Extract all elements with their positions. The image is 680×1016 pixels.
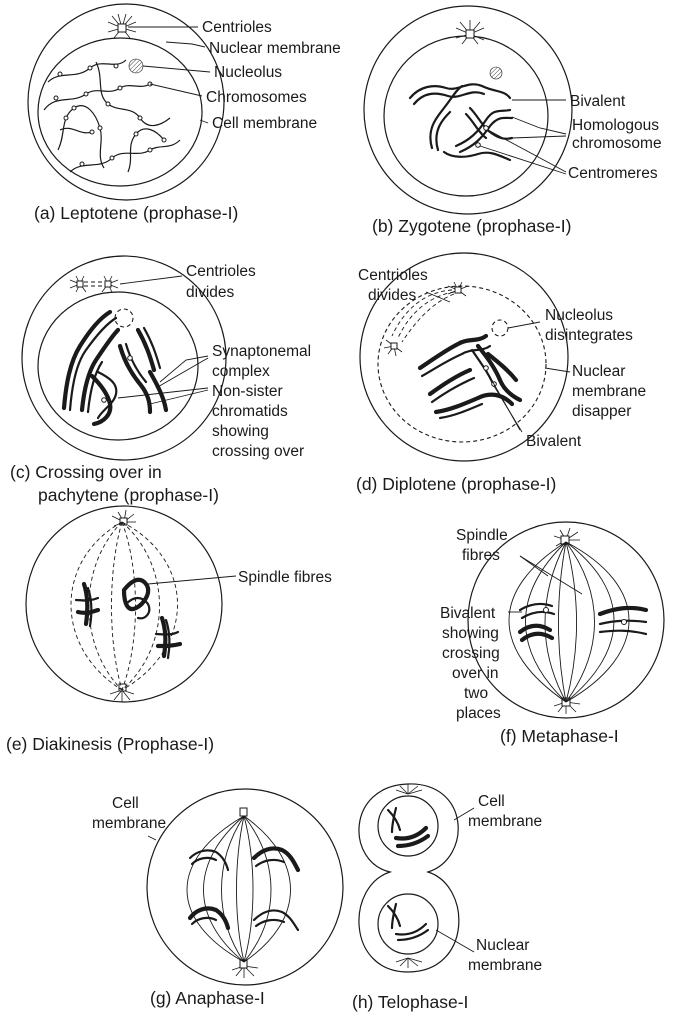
bivalents-d xyxy=(420,336,520,418)
label-synaptonemal-c-2: complex xyxy=(212,363,270,380)
label-nuclear-d-2: membrane xyxy=(572,383,646,400)
chromosome-beads-a xyxy=(54,64,166,166)
chromosomes-a xyxy=(44,60,180,172)
caption-c-2: pachytene (prophase-I) xyxy=(38,485,219,505)
label-bivalent-f-2: showing xyxy=(442,625,499,642)
panel-a-leptotene: Centrioles Nuclear membrane Nucleolus Ch… xyxy=(28,4,341,223)
panel-c-pachytene: Centrioles divides Synaptonemal complex … xyxy=(10,256,311,505)
label-nuclear-d-1: Nuclear xyxy=(572,363,625,380)
label-nuclear-membrane-a: Nuclear membrane xyxy=(209,40,341,57)
chromosomes-e xyxy=(76,580,180,658)
label-centromeres-b: Centromeres xyxy=(568,165,658,182)
panel-h-telophase: Cell membrane Nuclear membrane (h) Telop… xyxy=(352,784,542,1012)
paired-chromosomes-c xyxy=(64,312,166,424)
nuclear-membrane-d xyxy=(378,286,546,442)
label-homologous-b-2: chromosome xyxy=(572,135,662,152)
panel-g-anaphase: Cell membrane (g) Anaphase-I xyxy=(92,789,343,1008)
chromosomes-g xyxy=(190,848,298,930)
label-nonsister-c-2: chromatids xyxy=(212,403,288,420)
label-nucleolus-d-2: disintegrates xyxy=(545,327,633,344)
centrioles-dividing-c xyxy=(70,276,118,292)
caption-g: (g) Anaphase-I xyxy=(150,988,265,1008)
label-nuclear-h-2: membrane xyxy=(468,957,542,974)
label-cell-g-1: Cell xyxy=(112,795,139,812)
label-homologous-b-1: Homologous xyxy=(572,117,659,134)
nucleolus-c xyxy=(115,309,133,327)
label-nucleolus-d-1: Nucleolus xyxy=(545,307,613,324)
spindle-fibres-g xyxy=(187,816,291,962)
centrioles-g xyxy=(232,808,258,978)
centrioles-e xyxy=(110,510,136,702)
nucleolus-b xyxy=(490,67,502,79)
label-bivalent-f-5: two xyxy=(464,685,488,702)
panel-e-diakinesis: Spindle fibres (e) Diakinesis (Prophase-… xyxy=(6,506,332,754)
label-bivalent-f-6: places xyxy=(456,705,501,722)
label-nonsister-c-3: showing xyxy=(212,423,269,440)
label-spindle-f-2: fibres xyxy=(462,547,500,564)
leader-nuclear-membrane-h xyxy=(436,930,474,952)
cell-membrane-h xyxy=(359,784,459,972)
homologous-chromosomes-b xyxy=(410,84,512,160)
label-cell-g-2: membrane xyxy=(92,815,166,832)
centriole-a xyxy=(108,14,136,38)
nucleolus-a xyxy=(129,59,143,73)
chromosomes-h xyxy=(388,808,428,940)
leader-lines-b xyxy=(480,100,566,174)
label-centrioles-c-2: divides xyxy=(186,284,234,301)
nuclear-membrane-h-bottom xyxy=(378,894,438,954)
label-bivalent-f-1: Bivalent xyxy=(440,605,496,622)
label-bivalent-b: Bivalent xyxy=(570,93,626,110)
label-centrioles-c-1: Centrioles xyxy=(186,263,256,280)
nucleolus-d xyxy=(492,320,508,336)
label-bivalent-f-3: crossing xyxy=(442,645,500,662)
leader-lines-a xyxy=(128,27,210,123)
nuclear-membrane-b xyxy=(384,36,548,196)
panel-b-zygotene: Bivalent Homologous chromosome Centromer… xyxy=(364,6,662,236)
label-nonsister-c-1: Non-sister xyxy=(212,383,283,400)
label-cell-membrane-a: Cell membrane xyxy=(212,115,317,132)
label-centrioles-a: Centrioles xyxy=(202,19,272,36)
label-spindle-e: Spindle fibres xyxy=(238,569,332,586)
label-bivalent-f-4: over in xyxy=(452,665,499,682)
label-chromosomes-a: Chromosomes xyxy=(206,89,307,106)
label-spindle-f-1: Spindle xyxy=(456,527,508,544)
label-cell-h-2: membrane xyxy=(468,813,542,830)
panel-f-metaphase: Spindle fibres Bivalent showing crossing… xyxy=(440,522,664,746)
label-nonsister-c-4: crossing over xyxy=(212,443,304,460)
nuclear-membrane-a xyxy=(38,38,202,186)
nuclear-membrane-c xyxy=(38,292,198,440)
label-synaptonemal-c-1: Synaptonemal xyxy=(212,343,311,360)
label-bivalent-d: Bivalent xyxy=(526,433,582,450)
caption-e: (e) Diakinesis (Prophase-I) xyxy=(6,734,214,754)
caption-d: (d) Diplotene (prophase-I) xyxy=(356,474,556,494)
caption-h: (h) Telophase-I xyxy=(352,992,468,1012)
panel-d-diplotene: Centrioles divides Nucleolus disintegrat… xyxy=(356,253,646,494)
leader-cell-membrane-g xyxy=(148,836,156,840)
label-nuclear-d-3: disapper xyxy=(572,403,631,420)
label-centrioles-d-1: Centrioles xyxy=(358,267,428,284)
label-cell-h-1: Cell xyxy=(478,793,505,810)
caption-f: (f) Metaphase-I xyxy=(500,726,619,746)
label-centrioles-d-2: divides xyxy=(368,287,416,304)
cell-membrane-d xyxy=(360,253,568,461)
label-nucleolus-a: Nucleolus xyxy=(214,64,282,81)
caption-b: (b) Zygotene (prophase-I) xyxy=(372,216,571,236)
centriole-b xyxy=(456,20,484,44)
caption-a: (a) Leptotene (prophase-I) xyxy=(34,203,238,223)
leader-spindle-e xyxy=(148,576,236,584)
caption-c-1: (c) Crossing over in xyxy=(10,462,162,482)
label-nuclear-h-1: Nuclear xyxy=(476,937,529,954)
